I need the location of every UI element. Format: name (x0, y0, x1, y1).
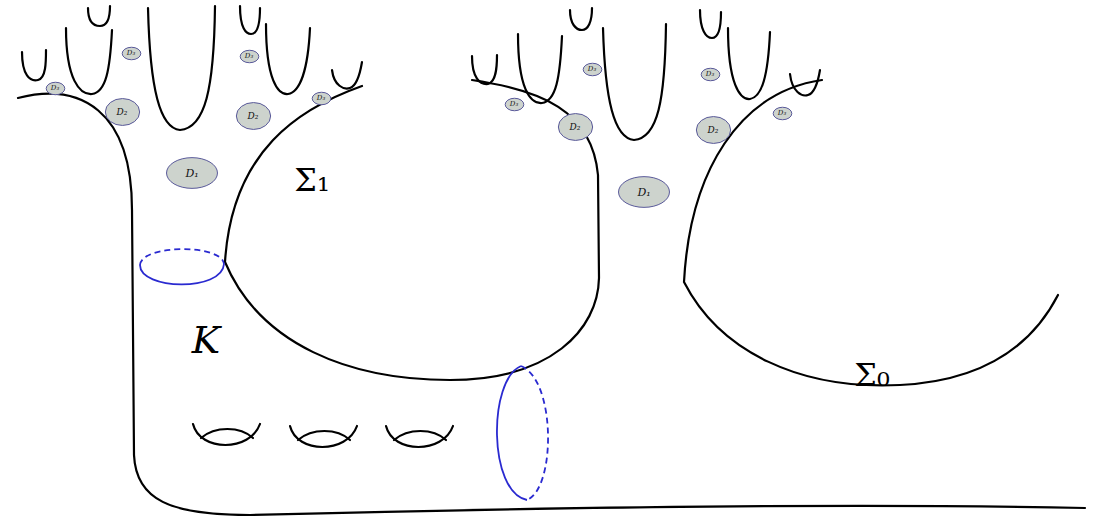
disk-label: D₃ (505, 98, 524, 111)
disk-label: D₃ (583, 63, 602, 76)
disk-label: D₁ (166, 157, 218, 189)
disk: D₃ (773, 107, 792, 120)
disk: D₂ (105, 98, 140, 126)
disk-label: D₃ (46, 82, 65, 95)
disk-label: D₃ (701, 68, 720, 81)
disk-label: D₃ (773, 107, 792, 120)
surface-label: Σ₀ (854, 359, 889, 391)
disk-label: D₂ (105, 98, 140, 126)
disk: D₂ (696, 116, 731, 144)
surface-label: K (192, 321, 220, 359)
disk: D₃ (240, 50, 259, 63)
disk: D₂ (558, 113, 593, 141)
disk: D₃ (46, 82, 65, 95)
disk: D₃ (312, 92, 331, 105)
disk-label: D₂ (558, 113, 593, 141)
disk: D₁ (166, 157, 218, 189)
disk: D₃ (583, 63, 602, 76)
disk-label: D₂ (696, 116, 731, 144)
disk-label: D₃ (122, 47, 141, 60)
disk-label: D₂ (236, 102, 271, 130)
disk: D₃ (505, 98, 524, 111)
disk-label: D₃ (312, 92, 331, 105)
surface-label: Σ₁ (294, 164, 329, 196)
disk: D₁ (618, 176, 670, 208)
disk: D₃ (122, 47, 141, 60)
disk-label: D₁ (618, 176, 670, 208)
disk: D₃ (701, 68, 720, 81)
disk-label: D₃ (240, 50, 259, 63)
disk: D₂ (236, 102, 271, 130)
